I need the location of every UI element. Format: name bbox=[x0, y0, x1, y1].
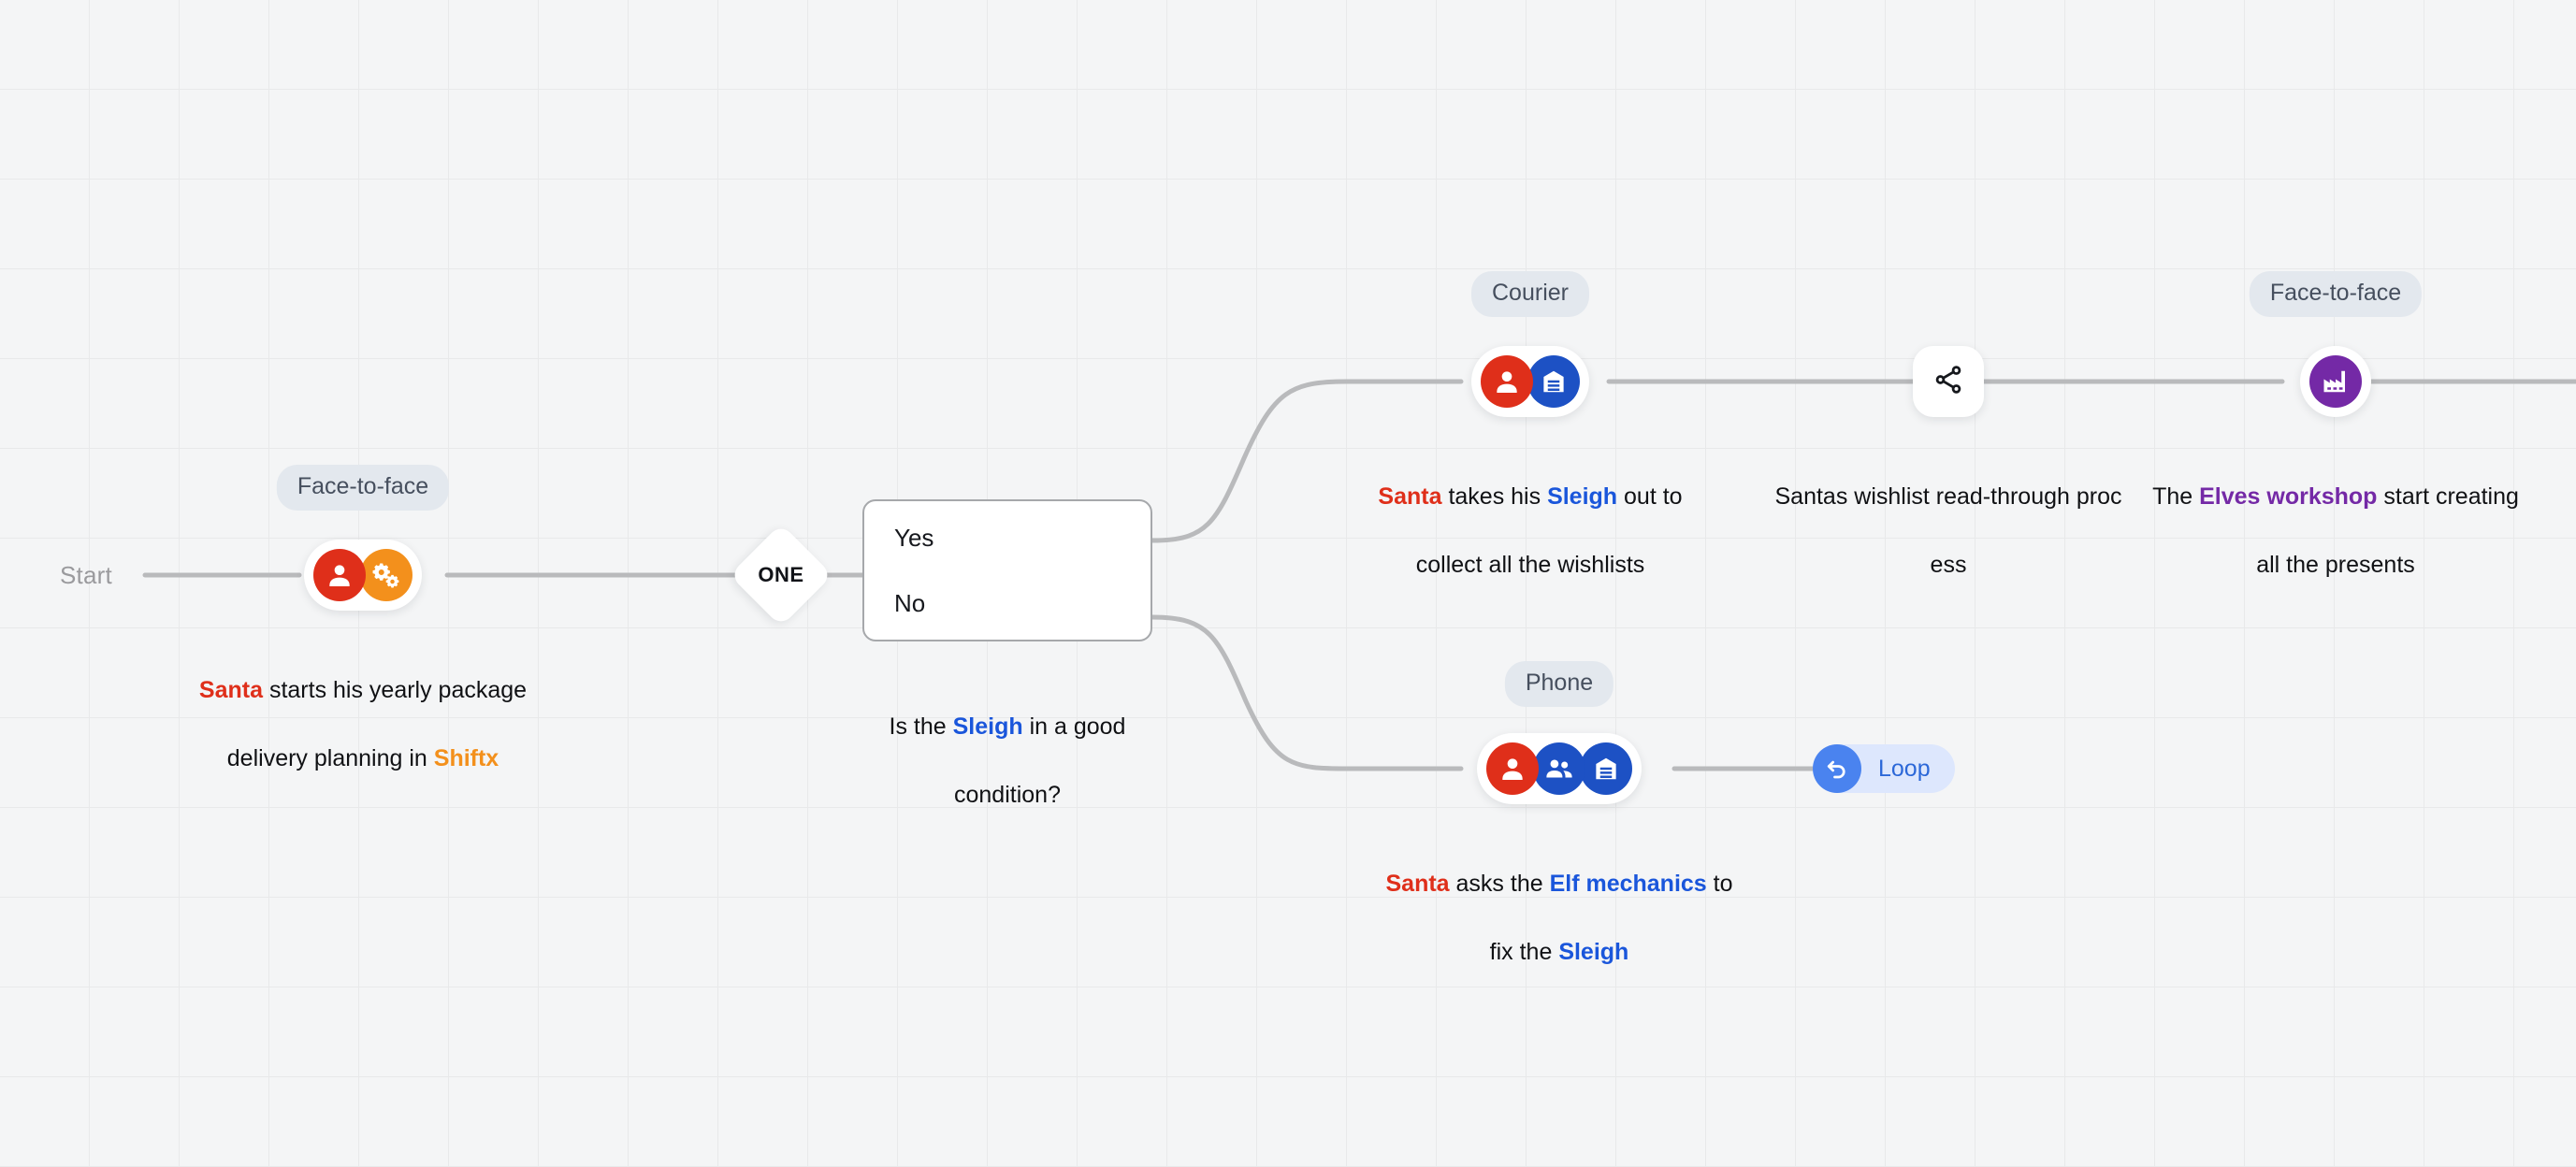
caption-token: out to bbox=[1617, 483, 1683, 510]
node-fix-sleigh[interactable] bbox=[1477, 733, 1642, 804]
caption-token: Santa bbox=[1378, 483, 1442, 510]
person-icon bbox=[313, 549, 366, 601]
lane-pill-face-to-face-planning: Face-to-face bbox=[276, 465, 450, 511]
caption-token: Shiftx bbox=[433, 745, 499, 772]
caption-token: to bbox=[1706, 870, 1733, 897]
gateway-label: ONE bbox=[758, 563, 804, 586]
person-icon bbox=[1486, 742, 1539, 795]
caption-token: starts his yearly package bbox=[263, 676, 528, 703]
caption-token: takes his bbox=[1441, 483, 1548, 510]
caption-token: The bbox=[2152, 483, 2200, 510]
lane-pill-courier: Courier bbox=[1471, 271, 1589, 317]
condition-option-yes[interactable]: Yes bbox=[894, 524, 934, 552]
edge-no-to-phone bbox=[1150, 614, 1464, 771]
warehouse-icon bbox=[1580, 742, 1632, 795]
caption-santa-planning: Santa starts his yearly package delivery… bbox=[157, 639, 569, 776]
caption-token: Elf mechanics bbox=[1549, 870, 1707, 897]
node-santa-planning[interactable] bbox=[304, 540, 422, 611]
person-icon bbox=[1481, 355, 1533, 408]
undo-arrow-icon bbox=[1813, 744, 1861, 793]
share-icon bbox=[1932, 364, 1964, 400]
caption-token: Is the bbox=[889, 713, 953, 740]
warehouse-icon bbox=[1527, 355, 1580, 408]
caption-collect-wishlists: Santa takes his Sleigh out to collect al… bbox=[1334, 445, 1727, 583]
gears-icon bbox=[360, 549, 412, 601]
caption-token: collect all the wishlists bbox=[1415, 552, 1645, 579]
gateway-one[interactable]: ONE bbox=[729, 523, 833, 627]
start-label: Start bbox=[60, 561, 112, 589]
caption-token: Sleigh bbox=[1558, 939, 1629, 966]
caption-token: condition? bbox=[954, 782, 1061, 809]
caption-token: in a good bbox=[1022, 713, 1126, 740]
node-collect-wishlists[interactable] bbox=[1471, 346, 1589, 417]
caption-token: Santa bbox=[198, 676, 263, 703]
caption-token: Santas wishlist read-through proc bbox=[1774, 483, 2122, 510]
lane-pill-phone: Phone bbox=[1504, 661, 1614, 707]
caption-condition: Is the Sleigh in a good condition? bbox=[848, 675, 1166, 813]
caption-token: ess bbox=[1930, 552, 1967, 579]
node-elves-workshop[interactable] bbox=[2300, 346, 2371, 417]
caption-token: start creating bbox=[2377, 483, 2519, 510]
caption-token: delivery planning in bbox=[226, 745, 434, 772]
caption-wishlist-read-through: Santas wishlist read-through proc ess bbox=[1761, 445, 2135, 583]
caption-token: asks the bbox=[1449, 870, 1550, 897]
factory-icon bbox=[2309, 355, 2362, 408]
node-wishlist-read-through[interactable] bbox=[1913, 346, 1984, 417]
caption-token: Elves workshop bbox=[2199, 483, 2378, 510]
caption-fix-sleigh: Santa asks the Elf mechanics to fix the … bbox=[1358, 832, 1760, 970]
caption-token: fix the bbox=[1489, 939, 1559, 966]
caption-token: all the presents bbox=[2256, 552, 2415, 579]
loop-badge[interactable]: Loop bbox=[1813, 744, 1955, 793]
lane-pill-face-to-face-workshop: Face-to-face bbox=[2249, 271, 2423, 317]
condition-options-box[interactable]: Yes No bbox=[862, 499, 1152, 641]
condition-option-no[interactable]: No bbox=[894, 589, 926, 617]
caption-token: Sleigh bbox=[952, 713, 1023, 740]
caption-token: Santa bbox=[1385, 870, 1450, 897]
caption-token: Sleigh bbox=[1547, 483, 1618, 510]
caption-elves-workshop: The Elves workshop start creating all th… bbox=[2116, 445, 2555, 583]
people-icon bbox=[1533, 742, 1585, 795]
loop-label: Loop bbox=[1878, 755, 1931, 782]
